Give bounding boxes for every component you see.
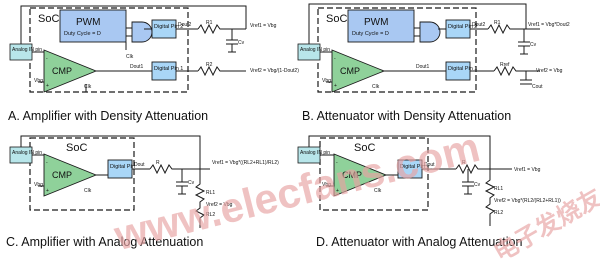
dout-label: Dout xyxy=(134,162,145,168)
wires xyxy=(20,5,247,92)
analog-in-pin-label: Analog IN pin xyxy=(12,150,42,156)
caption-d: D. Attenuator with Analog Attenuation xyxy=(316,235,522,249)
analog-in-pin-label: Analog IN pin xyxy=(12,47,42,53)
resistors-and-cap xyxy=(455,163,512,226)
comparator-label: CMP xyxy=(52,170,72,180)
clk-label: Clk xyxy=(84,188,92,194)
digital-pin-2-label: Digital Pin 2 xyxy=(154,24,183,30)
analog-in-pin-label: Analog IN pin xyxy=(300,150,330,156)
cv-label: Cv xyxy=(474,182,481,188)
cv-label: Cv xyxy=(530,42,537,48)
r1-label: R1 xyxy=(494,20,501,26)
pwm-block xyxy=(59,9,127,43)
comparator-label: CMP xyxy=(52,66,72,76)
vout1-label: Vref1 = Vbg*Dout2 xyxy=(528,22,570,28)
dout2-label: Dout2 xyxy=(178,22,192,28)
minus-sign: - xyxy=(46,56,48,62)
digital-pin-label: Digital Pin xyxy=(400,164,425,170)
cv-label: Cv xyxy=(188,180,195,186)
vbg-label: Vbg xyxy=(34,182,43,188)
dout1-label: Dout1 xyxy=(130,64,144,70)
plus-sign: + xyxy=(46,83,49,89)
panel-d: SoC Analog IN pin CMP - + Vbg Clk Digita… xyxy=(297,135,561,249)
panel-b: SoC PWM Duty Cycle = D Digital Pin 2 Dig… xyxy=(297,3,570,123)
rl1-label: RL1 xyxy=(206,190,215,196)
comparator xyxy=(331,49,386,93)
resistors-and-cap xyxy=(149,163,210,228)
and-gate xyxy=(131,21,153,43)
pwm-duty: Duty Cycle = D xyxy=(352,31,389,37)
rl2-label: RL2 xyxy=(494,210,503,216)
vbg-label: Vbg xyxy=(322,182,331,188)
wires xyxy=(308,3,527,83)
wires xyxy=(308,135,491,187)
panel-a: SoC PWM Duty Cycle = D Digital Pin 2 Dig… xyxy=(8,5,299,123)
digital-pin-2-label: Digital Pin 2 xyxy=(448,24,477,30)
cv-label: Cv xyxy=(238,40,245,46)
r-label: R xyxy=(156,160,160,166)
vout2-label: Vref2 = Vbg xyxy=(206,202,233,208)
clk-label: Clk xyxy=(372,84,380,90)
pwm-duty: Duty Cycle = D xyxy=(64,31,101,37)
minus-sign: - xyxy=(46,160,48,166)
rl1-label: RL1 xyxy=(494,186,503,192)
r2-label: Rref xyxy=(500,62,510,68)
analog-in-pin-label: Analog IN pin xyxy=(300,47,330,53)
clk-label-pwm: Clk xyxy=(126,54,134,60)
r-label: R xyxy=(462,160,466,166)
vbg-label: Vbg xyxy=(34,78,43,84)
dout-label: Dout xyxy=(424,162,435,168)
soc-label: SoC xyxy=(38,13,59,25)
clk-label: Clk xyxy=(374,188,382,194)
vout1-label: Vref1 = Vbg xyxy=(514,167,541,173)
pwm-block xyxy=(347,9,415,43)
soc-boundary xyxy=(29,137,135,211)
cout-label: Cout xyxy=(532,84,543,90)
minus-sign: - xyxy=(334,56,336,62)
pwm-title: PWM xyxy=(76,17,100,28)
plus-sign: + xyxy=(46,188,49,194)
r2-label: R2 xyxy=(206,62,213,68)
soc-label: SoC xyxy=(66,142,87,154)
dout1-label: Dout1 xyxy=(416,64,430,70)
vout1-label: Vref1 = Vbg*((RL2+RL1)/RL2) xyxy=(212,160,279,166)
comparator xyxy=(43,153,98,197)
vout1-label: Vref1 = Vbg xyxy=(250,23,277,29)
resistors-and-cap xyxy=(197,23,246,77)
r1-label: R1 xyxy=(206,20,213,26)
caption-b: B. Attenuator with Density Attenuation xyxy=(302,109,511,123)
clk-label: Clk xyxy=(84,84,92,90)
vout2-label: Vref2 = Vbg/(1-Dout2) xyxy=(250,68,299,74)
resistors-and-caps xyxy=(487,23,540,85)
caption-a: A. Amplifier with Density Attenuation xyxy=(8,109,208,123)
digital-pin-1-label: Digital Pin 1 xyxy=(154,66,183,72)
plus-sign: + xyxy=(336,188,339,194)
soc-label: SoC xyxy=(354,142,375,154)
pwm-title: PWM xyxy=(364,17,388,28)
soc-label: SoC xyxy=(326,13,347,25)
dout2-label: Dout2 xyxy=(472,22,486,28)
comparator-label: CMP xyxy=(342,170,362,180)
minus-sign: - xyxy=(336,160,338,166)
wires xyxy=(20,135,201,187)
panel-c: SoC Analog IN pin CMP - + Vbg Clk Digita… xyxy=(6,135,279,249)
digital-pin-label: Digital Pin xyxy=(110,164,135,170)
comparator-label: CMP xyxy=(340,66,360,76)
vout2-label: Vref2 = Vbg xyxy=(536,68,563,74)
caption-c: C. Amplifier with Analog Attenuation xyxy=(6,235,203,249)
rl2-label: RL2 xyxy=(206,212,215,218)
comparator xyxy=(333,153,388,197)
soc-boundary xyxy=(319,137,429,211)
digital-pin-1-label: Digital Pin 1 xyxy=(448,66,477,72)
plus-sign: + xyxy=(334,83,337,89)
vbg-label: Vbg xyxy=(322,78,331,84)
vout2-label: Vref2 = Vbg*(RL2/(RL2+RL1)) xyxy=(494,198,561,204)
watermark-chinese: 电子发烧友 xyxy=(489,183,600,260)
and-gate xyxy=(419,21,441,43)
comparator xyxy=(43,49,98,93)
